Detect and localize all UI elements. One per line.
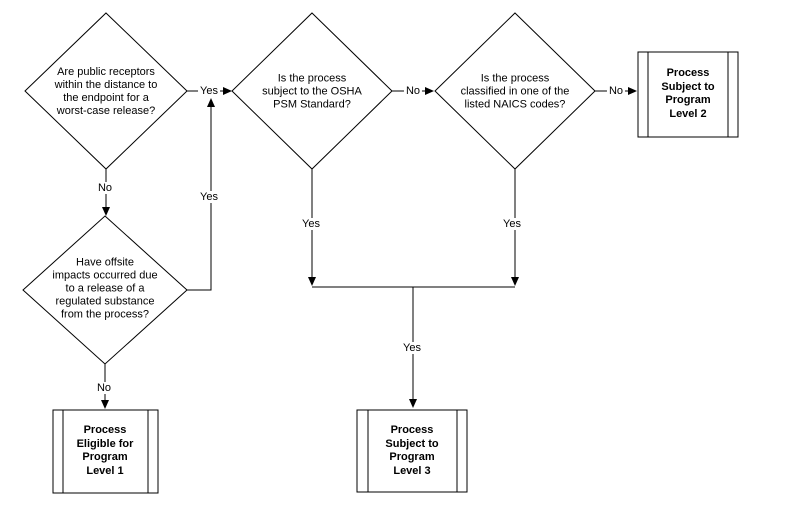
edge-label-offsite-yes: Yes — [198, 191, 220, 203]
result-level2-text: Process Subject to Program Level 2 — [661, 67, 715, 120]
arrowhead-into-level1 — [101, 400, 109, 409]
edge-label-offsite-no: No — [94, 382, 114, 394]
decision-naics-text: Is the process classified in one of the … — [460, 72, 570, 111]
edge-label-combined-yes: Yes — [401, 342, 423, 354]
result-level3-text: Process Subject to Program Level 3 — [385, 424, 439, 477]
result-level2-shape — [637, 51, 739, 138]
arrowhead-into-offsite — [102, 207, 110, 216]
result-level1-text: Process Eligible for Program Level 1 — [76, 424, 134, 477]
arrowhead-into-psm — [223, 87, 232, 95]
edge-label-psm-yes: Yes — [300, 218, 322, 230]
arrowhead-psm-yes-down — [308, 277, 316, 286]
arrowhead-offsite-yes-up — [207, 98, 215, 107]
result-level3-shape — [356, 409, 468, 493]
arrowhead-into-level3 — [409, 399, 417, 408]
arrowhead-naics-yes-down — [511, 277, 519, 286]
edge-label-naics-no: No — [606, 85, 626, 97]
decision-offsite-impacts-text: Have offsite impacts occurred due to a r… — [52, 256, 158, 321]
result-level1-shape — [52, 409, 159, 494]
edge-label-receptors-yes: Yes — [198, 85, 220, 97]
decision-osha-psm-text: Is the process subject to the OSHA PSM S… — [262, 72, 362, 111]
edge-label-receptors-no: No — [95, 182, 115, 194]
arrowhead-into-naics — [425, 87, 434, 95]
arrowhead-into-level2 — [628, 87, 637, 95]
edge-label-psm-no: No — [403, 85, 423, 97]
decision-public-receptors-text: Are public receptors within the distance… — [54, 66, 158, 117]
connector-offsite-yes — [187, 106, 212, 291]
edge-label-naics-yes: Yes — [501, 218, 523, 230]
